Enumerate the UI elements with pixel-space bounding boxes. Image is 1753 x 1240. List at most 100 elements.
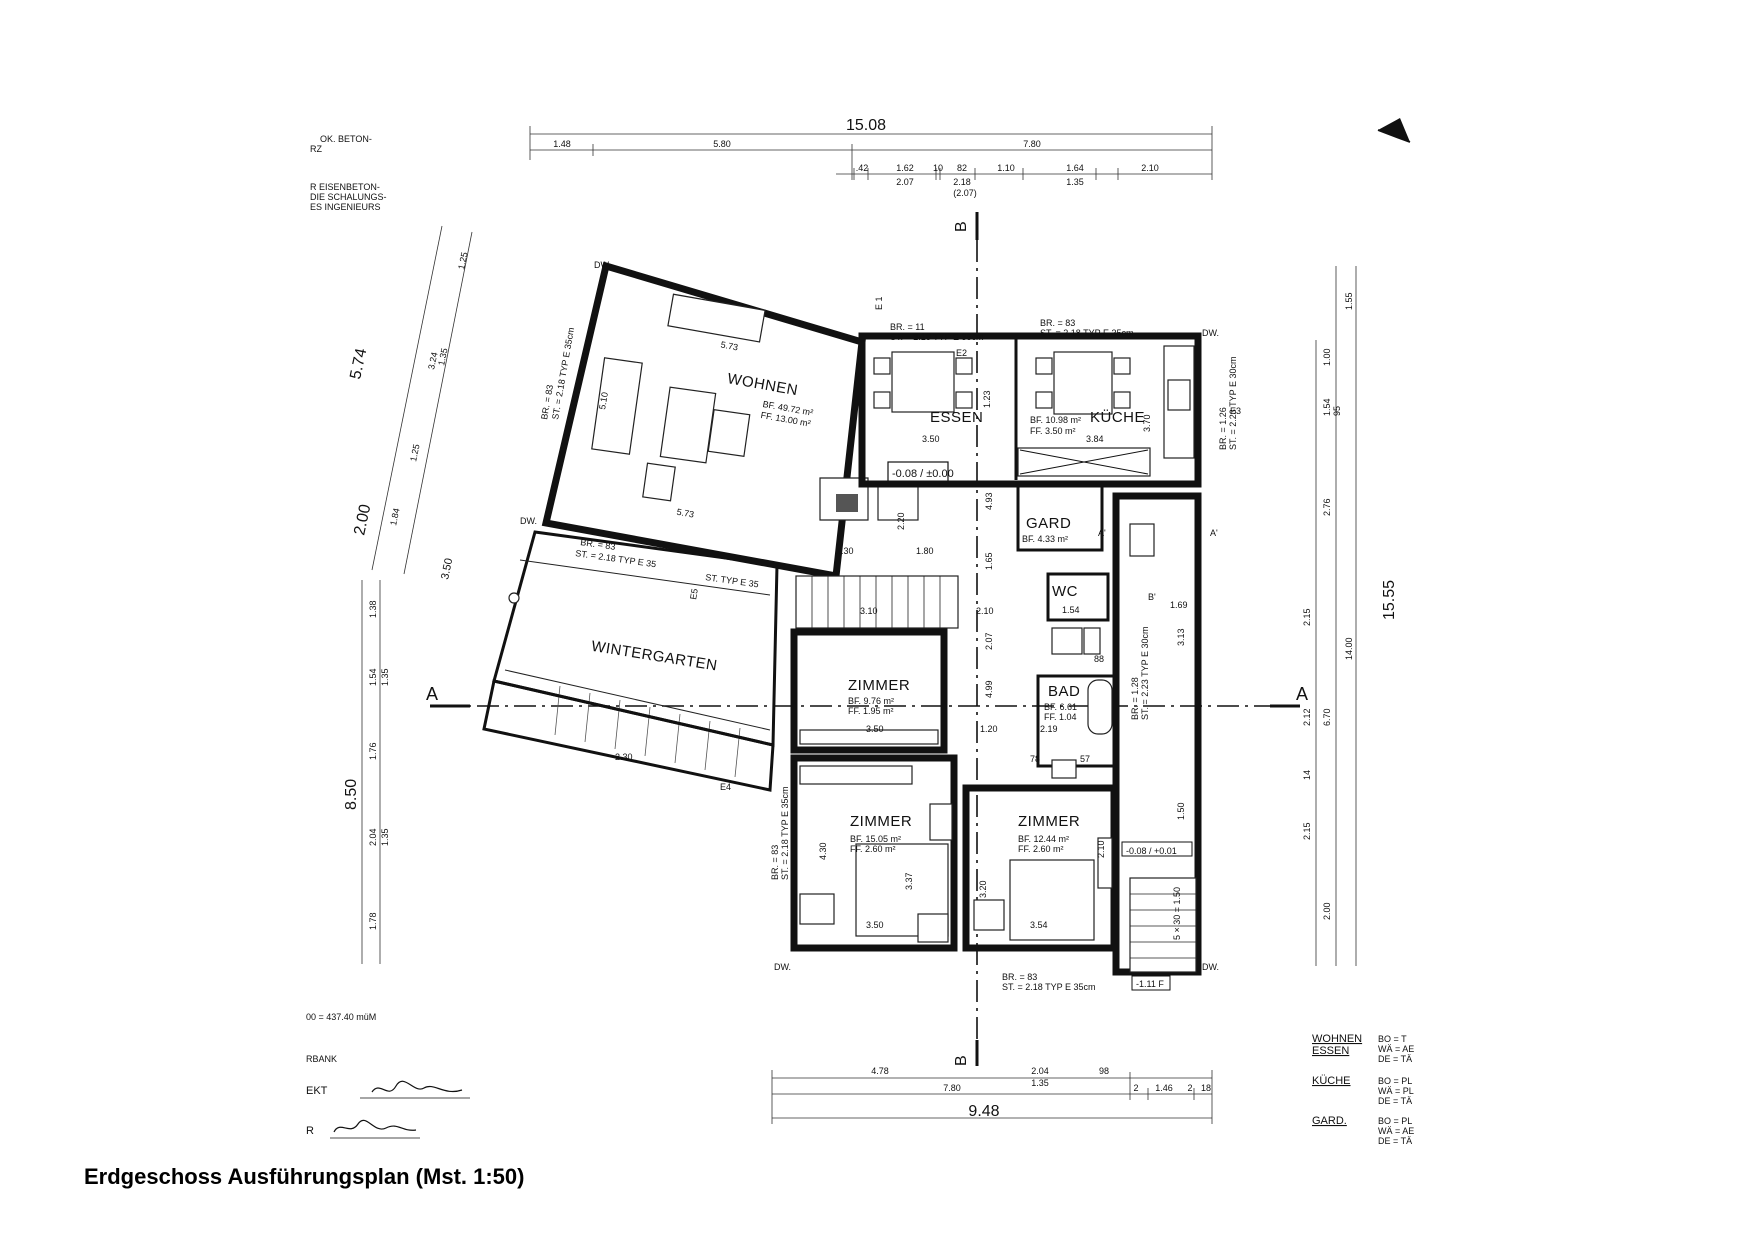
label-dw-kueche: DW.: [1202, 328, 1219, 338]
dim-corridor-313: 1.50: [1176, 802, 1186, 820]
dim-essen-350: 3.50: [922, 434, 940, 444]
dim-right-212: 2.12: [1302, 708, 1312, 726]
section-a-left-label: A: [426, 684, 438, 704]
right-corridor: 1.69 3.13 1.50 -0.08 / +0.01 5 × 30 = 1.…: [1112, 492, 1219, 991]
dim-wohnen-510: 5.10: [597, 391, 610, 410]
section-b-bottom-label: B: [953, 1055, 970, 1066]
legend-4-line-1: BO = PL: [1378, 1116, 1412, 1126]
dim-top-r3-1: .42: [856, 163, 869, 173]
dim-bottom-18: 18: [1201, 1083, 1211, 1093]
dim-top-r3-6: 1.64: [1066, 163, 1084, 173]
dim-bottom-146: 1.46: [1155, 1083, 1173, 1093]
section-a-right-label: A: [1296, 684, 1308, 704]
dim-corridor-321: 3.13: [1176, 628, 1186, 646]
room-label-zimmer-3: ZIMMER: [1018, 813, 1080, 830]
bottom-dimension-chain: 4.78 2.04 1.35 98 7.80 2 1.46 2 18 9.48: [771, 1066, 1213, 1124]
signature-1: [360, 1080, 470, 1099]
dim-left-184: 1.84: [388, 507, 401, 526]
note-ekt: EKT: [306, 1085, 328, 1097]
dim-bottom-overall: 9.48: [968, 1103, 999, 1120]
dim-wohnen-top: 5.73: [720, 340, 739, 353]
room-ff-bad: FF. 1.04: [1044, 712, 1077, 722]
dim-zimmer2-337: 3.37: [904, 872, 914, 890]
dim-top-3: 7.80: [1023, 139, 1041, 149]
dim-wohnen-bottom: 5.73: [676, 507, 695, 520]
dim-bottom-2b: 2: [1187, 1083, 1192, 1093]
dim-zimmer3-354: 3.54: [1030, 920, 1048, 930]
top-dimension-chain: 15.08 1.48 5.80 7.80 .42 1.62 10 82 1.10…: [529, 117, 1213, 198]
dim-top-sub-1: 2.07: [896, 177, 914, 187]
dim-bottom-204: 2.04: [1031, 1066, 1049, 1076]
dim-right-200: 2.00: [1322, 902, 1332, 920]
dim-left-204: 2.04: [368, 828, 378, 846]
room-label-wohnen: WOHNEN: [726, 370, 799, 399]
dim-zimmer3-320: 3.20: [978, 880, 988, 898]
wintergarten-area: WINTERGARTEN 2.30 E4 E5 ST. TYP E 35 BR.…: [482, 530, 779, 792]
zimmer-1: ZIMMER BF. 9.76 m² FF. 1.95 m² 3.50 1.20…: [790, 628, 1058, 754]
dim-top-r3-4: 82: [957, 163, 967, 173]
room-ff-kueche: FF. 3.50 m²: [1030, 426, 1076, 436]
dim-left-125a: 1.25: [456, 251, 469, 270]
north-arrow-icon: [1377, 118, 1411, 143]
wohnen-room: WOHNEN BF. 49.72 m² FF. 13.00 m² 5.73 5.…: [520, 260, 866, 581]
label-br-essen: BR. = 11: [890, 322, 925, 332]
essen-kueche-block: ESSEN KÜCHE BF. 10.98 m² FF. 3.50 m² 3.5…: [858, 296, 1241, 488]
room-bf-zimmer-2: BF. 15.05 m²: [850, 834, 901, 844]
section-line-a: A A: [426, 684, 1308, 708]
legend-room-1: WOHNEN: [1312, 1033, 1362, 1045]
dim-top-2: 5.80: [713, 139, 731, 149]
room-label-wintergarten: WINTERGARTEN: [590, 638, 718, 675]
dim-wc-169: 1.54: [1062, 605, 1080, 615]
room-bf-gard: BF. 4.33 m²: [1022, 534, 1068, 544]
dim-bottom-98: 98: [1099, 1066, 1109, 1076]
dim-right-155: 1.55: [1344, 292, 1354, 310]
dim-zimmer1-350: 3.50: [866, 724, 884, 734]
legend-1-line-2: WÄ = AE: [1378, 1044, 1414, 1054]
dim-top-sub-3: (2.07): [953, 188, 977, 198]
label-dw-wohnen: DW.: [594, 260, 611, 270]
stair-label: 5 × 30 = 1.50: [1172, 887, 1182, 940]
dim-hall-499: 4.99: [984, 680, 994, 698]
legend-3-line-1: BO = PL: [1378, 1076, 1412, 1086]
label-br-bad: BR. = 1.28: [1130, 677, 1140, 720]
dim-left-135c: 1.35: [380, 828, 390, 846]
legend-1-line-3: DE = TÄ: [1378, 1054, 1412, 1064]
dim-hall-210: 2.10: [976, 606, 994, 616]
section-b-top-label: B: [953, 221, 970, 232]
legend-room-3: KÜCHE: [1312, 1075, 1351, 1087]
label-br-kueche: BR. = 83: [1040, 318, 1075, 328]
dim-zimmer2-350: 3.50: [866, 920, 884, 930]
room-ff-zimmer-3: FF. 2.60 m²: [1018, 844, 1064, 854]
room-bf-bad: BF. 6.61: [1044, 702, 1077, 712]
dim-zimmer1-120: 1.20: [980, 724, 998, 734]
note-line-3: R EISENBETON-: [310, 182, 380, 192]
dim-wintergarten-670: 2.30: [615, 752, 633, 762]
label-e3: E3: [1230, 406, 1241, 416]
room-label-zimmer-1: ZIMMER: [848, 677, 910, 694]
room-ff-zimmer-1: FF. 1.95 m²: [848, 706, 894, 716]
zimmer-2: ZIMMER BF. 15.05 m² FF. 2.60 m² 4.30 3.3…: [770, 754, 958, 972]
room-label-kueche: KÜCHE: [1090, 408, 1145, 426]
dim-bad-78: 88: [1094, 654, 1104, 664]
dim-hall-220: 2.20: [896, 512, 906, 530]
label-st-bottom-left: ST. = 2.18 TYP E 35cm: [780, 787, 790, 880]
dim-left-125b: 1.25: [408, 443, 421, 462]
note-line-4: DIE SCHALUNGS-: [310, 192, 387, 202]
dim-stair-310: 3.10: [860, 606, 878, 616]
dim-top-r3-3: 10: [933, 163, 943, 173]
legend-4-line-3: DE = TÄ: [1378, 1136, 1412, 1146]
label-e5: E5: [688, 588, 700, 601]
label-dw-wohnen-2: DW.: [520, 516, 537, 526]
label-e1: E 1: [874, 296, 884, 310]
label-e4: E4: [720, 782, 731, 792]
room-bf-zimmer-3: BF. 12.44 m²: [1018, 834, 1069, 844]
legend-room-4: GARD.: [1312, 1115, 1347, 1127]
fireplace: -0.08 / ±0.00: [819, 461, 954, 521]
note-line-5: ES INGENIEURS: [310, 202, 381, 212]
dim-bottom-2a: 2: [1133, 1083, 1138, 1093]
dim-left-176: 1.76: [368, 742, 378, 760]
dim-left-324: 3.24: [426, 351, 439, 370]
room-bf-kueche: BF. 10.98 m²: [1030, 415, 1081, 425]
dim-bad-57: 78: [1030, 754, 1040, 764]
